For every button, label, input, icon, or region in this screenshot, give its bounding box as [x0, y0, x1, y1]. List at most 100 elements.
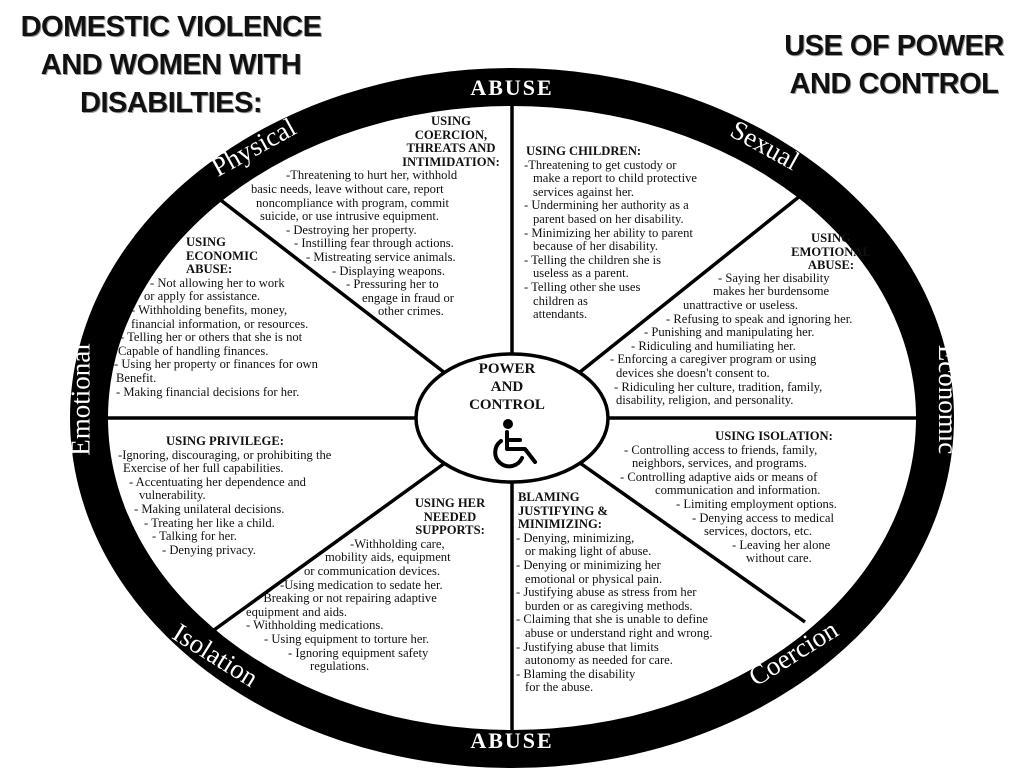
hub-line: CONTROL	[469, 397, 545, 413]
hub-line: AND	[490, 379, 524, 395]
section-line: services, doctors, etc.	[704, 524, 813, 539]
section-line: - Talking for her.	[152, 529, 237, 544]
section-line: - Instilling fear through actions.	[294, 236, 454, 251]
section-line: disability, religion, and personality.	[616, 393, 794, 408]
section-line: - Breaking or not repairing adaptive	[256, 591, 437, 606]
section-line: - Blaming the disability	[516, 666, 636, 681]
heading-line: ECONOMIC	[186, 248, 259, 263]
section-line: - Denying, minimizing,	[516, 530, 635, 545]
section-coercion-threats: USING COERCION, THREATS AND INTIMIDATION…	[250, 114, 512, 319]
section-line: engage in fraud or	[362, 290, 454, 305]
section-line: - Mistreating service animals.	[306, 249, 456, 264]
section-line: - Controlling adaptive aids or means of	[620, 469, 818, 484]
section-heading: BLAMING JUSTIFYING & MINIMIZING:	[516, 490, 786, 532]
heading-line: ABUSE:	[186, 262, 233, 277]
spoke-top-left	[216, 196, 447, 375]
heading-line: EMOTIONAL	[791, 244, 871, 259]
section-line: - Undermining her authority as a	[524, 198, 689, 213]
section-heading: USING CHILDREN:	[524, 144, 764, 159]
section-line: autonomy as needed for care.	[525, 653, 673, 668]
section-line: unattractive or useless.	[683, 297, 799, 312]
section-line: - Denying or minimizing her	[516, 557, 661, 572]
section-line: -Using medication to sedate her.	[280, 577, 443, 592]
section-emotional-abuse: USING EMOTIONAL ABUSE: - Saying her disa…	[610, 231, 902, 408]
section-line: - Pressuring her to	[346, 277, 439, 292]
section-line: communication and information.	[655, 483, 821, 498]
section-line: - Denying access to medical	[692, 510, 834, 525]
section-line: - Displaying weapons.	[332, 263, 445, 278]
title-line: AND CONTROL	[789, 68, 999, 100]
section-children: USING CHILDREN: -Threatening to get cust…	[524, 144, 764, 322]
heading-line: COERCION,	[414, 127, 488, 142]
section-line: -Threatening to hurt her, withhold	[286, 168, 458, 183]
section-privilege: USING PRIVILEGE: -Ignoring, discouraging…	[118, 434, 418, 557]
section-line: regulations.	[310, 659, 370, 674]
title-domestic-violence: DOMESTIC VIOLENCE AND WOMEN WITH DISABIL…	[8, 8, 334, 122]
section-line: - Telling her or others that she is not	[120, 330, 303, 345]
hub-line: POWER	[478, 361, 536, 377]
section-line: - Enforcing a caregiver program or using	[610, 352, 817, 367]
section-line: - Limiting employment options.	[676, 496, 837, 511]
section-line: Exercise of her full capabilities.	[123, 461, 284, 476]
section-line: - Accentuating her dependence and	[129, 474, 306, 489]
section-line: - Saying her disability	[718, 270, 830, 285]
section-line: - Controlling access to friends, family,	[624, 442, 818, 457]
section-line: - Withholding medications.	[246, 618, 384, 633]
section-line: financial information, or resources.	[131, 316, 309, 331]
section-heading: USING ISOLATION:	[614, 429, 904, 444]
section-line: - Ignoring equipment safety	[288, 645, 429, 660]
section-isolation: USING ISOLATION: - Controlling access to…	[614, 429, 904, 566]
section-line: Capable of handling finances.	[118, 343, 269, 358]
section-line: makes her burdensome	[713, 284, 830, 299]
hub-circle	[414, 352, 610, 484]
section-line: suicide, or use intrusive equipment.	[260, 209, 440, 224]
wheel-spokes	[108, 106, 916, 730]
section-line: - Denying privacy.	[162, 542, 256, 557]
title-line: USE OF POWER	[784, 30, 1004, 62]
title-line: DOMESTIC VIOLENCE	[20, 11, 322, 43]
section-blaming: BLAMING JUSTIFYING & MINIMIZING: - Denyi…	[516, 490, 786, 695]
section-line: burden or as caregiving methods.	[525, 598, 693, 613]
section-needed-supports: USING HER NEEDED SUPPORTS: -Withholding …	[240, 496, 510, 674]
heading-line: USING	[431, 114, 471, 128]
section-line: abuse or understand right and wrong.	[525, 625, 713, 640]
section-line: noncompliance with program, commit	[256, 195, 450, 210]
section-line: or apply for assistance.	[144, 289, 261, 304]
section-line: vulnerability.	[139, 488, 206, 503]
section-line: - Making unilateral decisions.	[134, 501, 285, 516]
heading-line: THREATS AND	[406, 141, 496, 156]
section-line: or communication devices.	[304, 563, 441, 578]
rim-label-emotional: Emotional	[65, 343, 96, 456]
hub-text: POWER AND CONTROL	[417, 360, 597, 414]
section-heading: USING HER NEEDED SUPPORTS:	[240, 496, 510, 538]
heading-line: JUSTIFYING &	[518, 503, 608, 518]
section-line: - Telling the children she is	[524, 252, 662, 267]
section-line: - Ridiculing her culture, tradition, fam…	[614, 379, 823, 394]
rim-label-abuse-top: ABUSE	[470, 75, 554, 100]
section-line: - Withholding benefits, money,	[131, 302, 288, 317]
heading-line: SUPPORTS:	[415, 523, 485, 538]
section-line: or making light of abuse.	[525, 544, 652, 559]
section-line: attendants.	[533, 307, 588, 322]
section-line: -Ignoring, discouraging, or prohibiting …	[118, 447, 332, 462]
section-line: - Treating her like a child.	[144, 515, 275, 530]
section-line: equipment and aids.	[246, 604, 348, 619]
section-line: for the abuse.	[525, 680, 594, 695]
section-line: - Punishing and manipulating her.	[644, 325, 815, 340]
section-line: - Using equipment to torture her.	[264, 631, 430, 646]
heading-line: USING	[186, 235, 226, 249]
section-line: emotional or physical pain.	[525, 571, 663, 586]
heading-line: USING	[811, 231, 851, 245]
section-line: make a report to child protective	[533, 171, 698, 186]
section-line: because of her disability.	[533, 239, 659, 254]
heading-line: MINIMIZING:	[518, 517, 602, 532]
section-line: - Telling other she uses	[524, 279, 641, 294]
title-line: AND WOMEN WITH	[40, 49, 302, 81]
section-line: - Ridiculing and humiliating her.	[631, 338, 796, 353]
section-line: - Not allowing her to work	[150, 275, 285, 290]
section-line: - Destroying her property.	[286, 222, 417, 237]
section-line: - Justifying abuse that limits	[516, 639, 659, 654]
section-line: - Justifying abuse as stress from her	[516, 585, 697, 600]
heading-line: ABUSE:	[807, 258, 855, 273]
